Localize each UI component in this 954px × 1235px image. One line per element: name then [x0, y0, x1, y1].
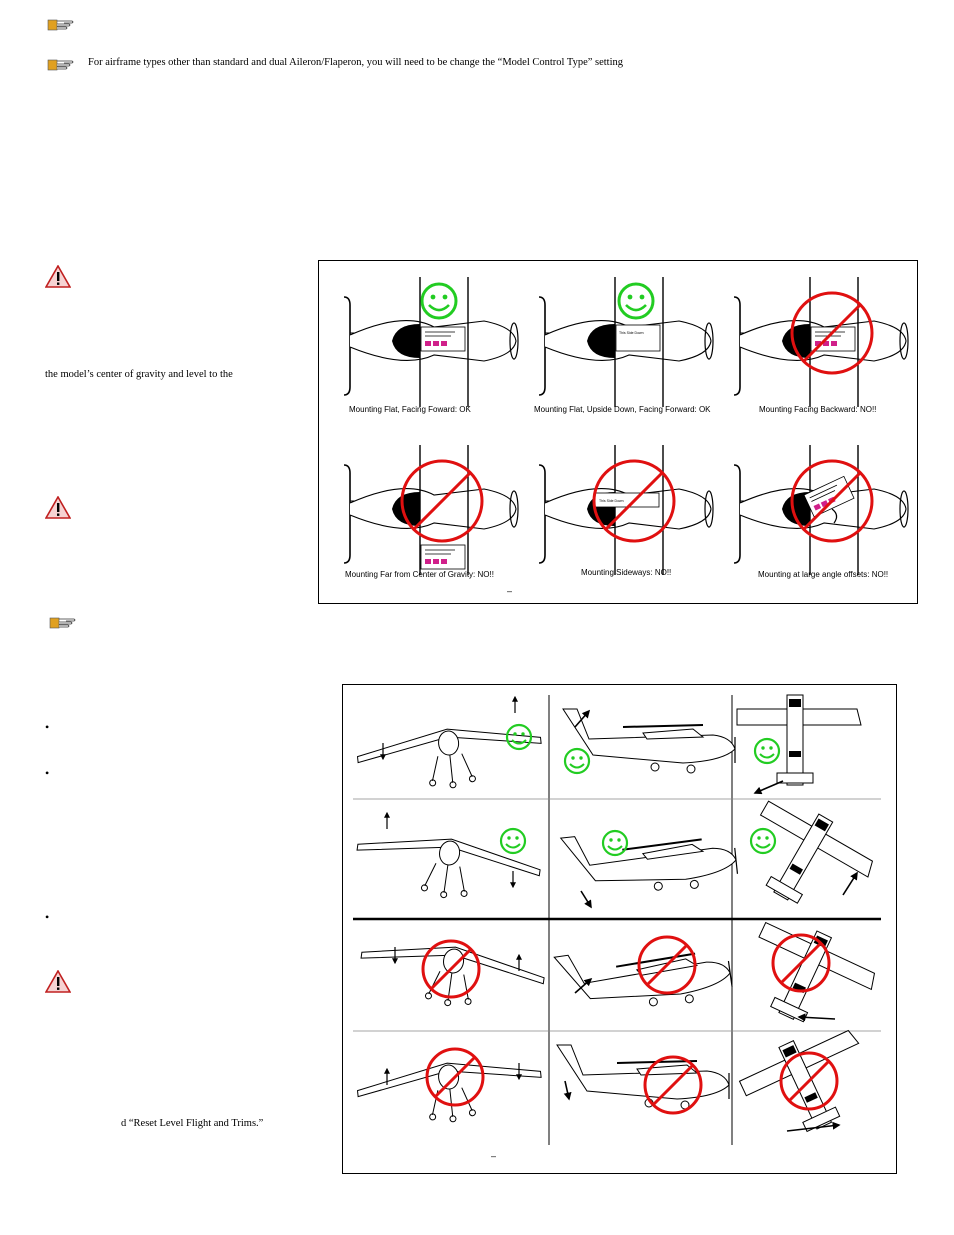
- warning-icon: [45, 265, 71, 288]
- airframe-type-note: For airframe types other than standard a…: [88, 57, 624, 68]
- mount-diagram-backward: [733, 276, 909, 408]
- yaw-response-ok-2: [730, 788, 884, 930]
- arrow-icon: [563, 1080, 572, 1101]
- pitch-response-ok-2: [559, 819, 740, 903]
- figure-footer-mark: –: [491, 1151, 496, 1161]
- caption-large-angle: Mounting at large angle offsets: NO!!: [758, 570, 888, 579]
- ok-smiley-icon: [749, 827, 777, 855]
- mount-diagram-far-from-cg: [343, 444, 519, 576]
- caption-flat-forward: Mounting Flat, Facing Foward: OK: [349, 405, 471, 414]
- yaw-response-wrong: [733, 909, 885, 1045]
- caption-far-from-cg: Mounting Far from Center of Gravity: NO!…: [345, 570, 494, 579]
- roll-response-wrong: [355, 933, 548, 1019]
- warning-icon: [45, 970, 71, 993]
- arrow-icon: [797, 1013, 836, 1022]
- mounting-orientation-figure: This Side Down Mounting Flat, Facing Fow…: [318, 260, 918, 604]
- caption-backward: Mounting Facing Backward: NO!!: [759, 405, 876, 414]
- bullet-marker: •: [45, 910, 50, 924]
- roll-response-wrong-2: [355, 1052, 546, 1132]
- mount-diagram-large-angle: [733, 444, 909, 576]
- ok-smiley-icon: [563, 747, 591, 775]
- prohibited-icon: [425, 1047, 485, 1107]
- ok-smiley-icon: [753, 737, 781, 765]
- mount-diagram-flat-forward: [343, 276, 519, 408]
- arrow-icon: [786, 1121, 841, 1132]
- caption-sideways: Mounting Sideways: NO!!: [581, 568, 671, 577]
- mount-diagram-sideways: This Side Down: [538, 444, 714, 576]
- bullet-marker: •: [45, 720, 50, 734]
- arrow-icon: [574, 977, 593, 994]
- response-diagrams: –: [351, 694, 885, 1161]
- card-label: This Side Down: [619, 331, 644, 335]
- control-response-figure: –: [342, 684, 897, 1174]
- arrow-icon: [580, 890, 592, 909]
- mounting-diagrams: This Side Down Mounting Flat, Facing Fow…: [343, 276, 909, 596]
- bullet-marker: •: [45, 766, 50, 780]
- pitch-response-wrong: [553, 932, 735, 1022]
- roll-response-ok: [355, 718, 546, 798]
- ok-smiley-icon: [499, 827, 527, 855]
- reset-level-flight-text: d “Reset Level Flight and Trims.”: [121, 1118, 264, 1129]
- arrow-icon: [842, 871, 858, 896]
- figure-footer-mark: –: [507, 586, 512, 596]
- roll-response-ok-2: [351, 825, 544, 911]
- arrow-icon: [574, 709, 591, 728]
- caption-upside-down: Mounting Flat, Upside Down, Facing Forwa…: [534, 405, 711, 414]
- pointing-hand-icon: [47, 59, 74, 71]
- mount-diagram-upside-down: This Side Down: [538, 276, 714, 408]
- pitch-response-wrong-2: [556, 1044, 730, 1110]
- card-label: This Side Down: [599, 499, 624, 503]
- yaw-response-ok: [736, 694, 862, 786]
- cg-instruction-text: the model’s center of gravity and level …: [45, 369, 233, 380]
- warning-icon: [45, 496, 71, 519]
- arrow-icon: [753, 780, 784, 795]
- pointing-hand-icon: [47, 19, 74, 31]
- ok-smiley-icon: [601, 829, 629, 857]
- pointing-hand-icon: [49, 617, 76, 629]
